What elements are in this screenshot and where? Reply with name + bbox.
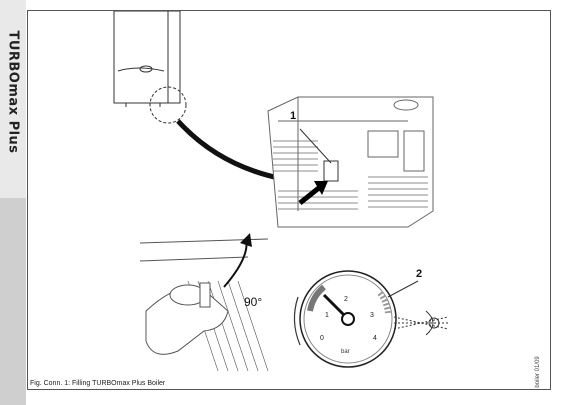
boiler-unit: [113, 11, 181, 107]
gauge-scale-2: 2: [344, 296, 348, 303]
gauge-scale-4: 4: [373, 335, 377, 342]
filling-illustration: [113, 11, 449, 372]
figure-code: boiler 01/09: [535, 356, 541, 388]
valve-arrow: [298, 185, 322, 205]
callout-gauge: 2: [416, 268, 423, 280]
callout-rotation: 90°: [244, 295, 263, 309]
gauge-scale-0: 0: [320, 335, 324, 342]
gauge-unit: bar: [341, 349, 350, 355]
eye-icon: [393, 310, 449, 336]
rotation-arrow: [223, 238, 248, 288]
gauge-scale-1: 1: [325, 312, 329, 319]
hand-valve-detail: [139, 238, 269, 372]
side-tab-title: TURBOmax Plus: [5, 30, 21, 154]
filling-valve: [299, 128, 339, 182]
figure-caption: Fig. Conn. 1: Filling TURBOmax Plus Boil…: [30, 380, 166, 387]
side-tab-shade: [0, 198, 26, 405]
callout-valve: 1: [290, 110, 297, 122]
zoom-circle: [149, 86, 187, 124]
figure-frame: [27, 10, 551, 390]
gauge-scale-3: 3: [370, 312, 374, 319]
pressure-gauge: [293, 270, 419, 368]
